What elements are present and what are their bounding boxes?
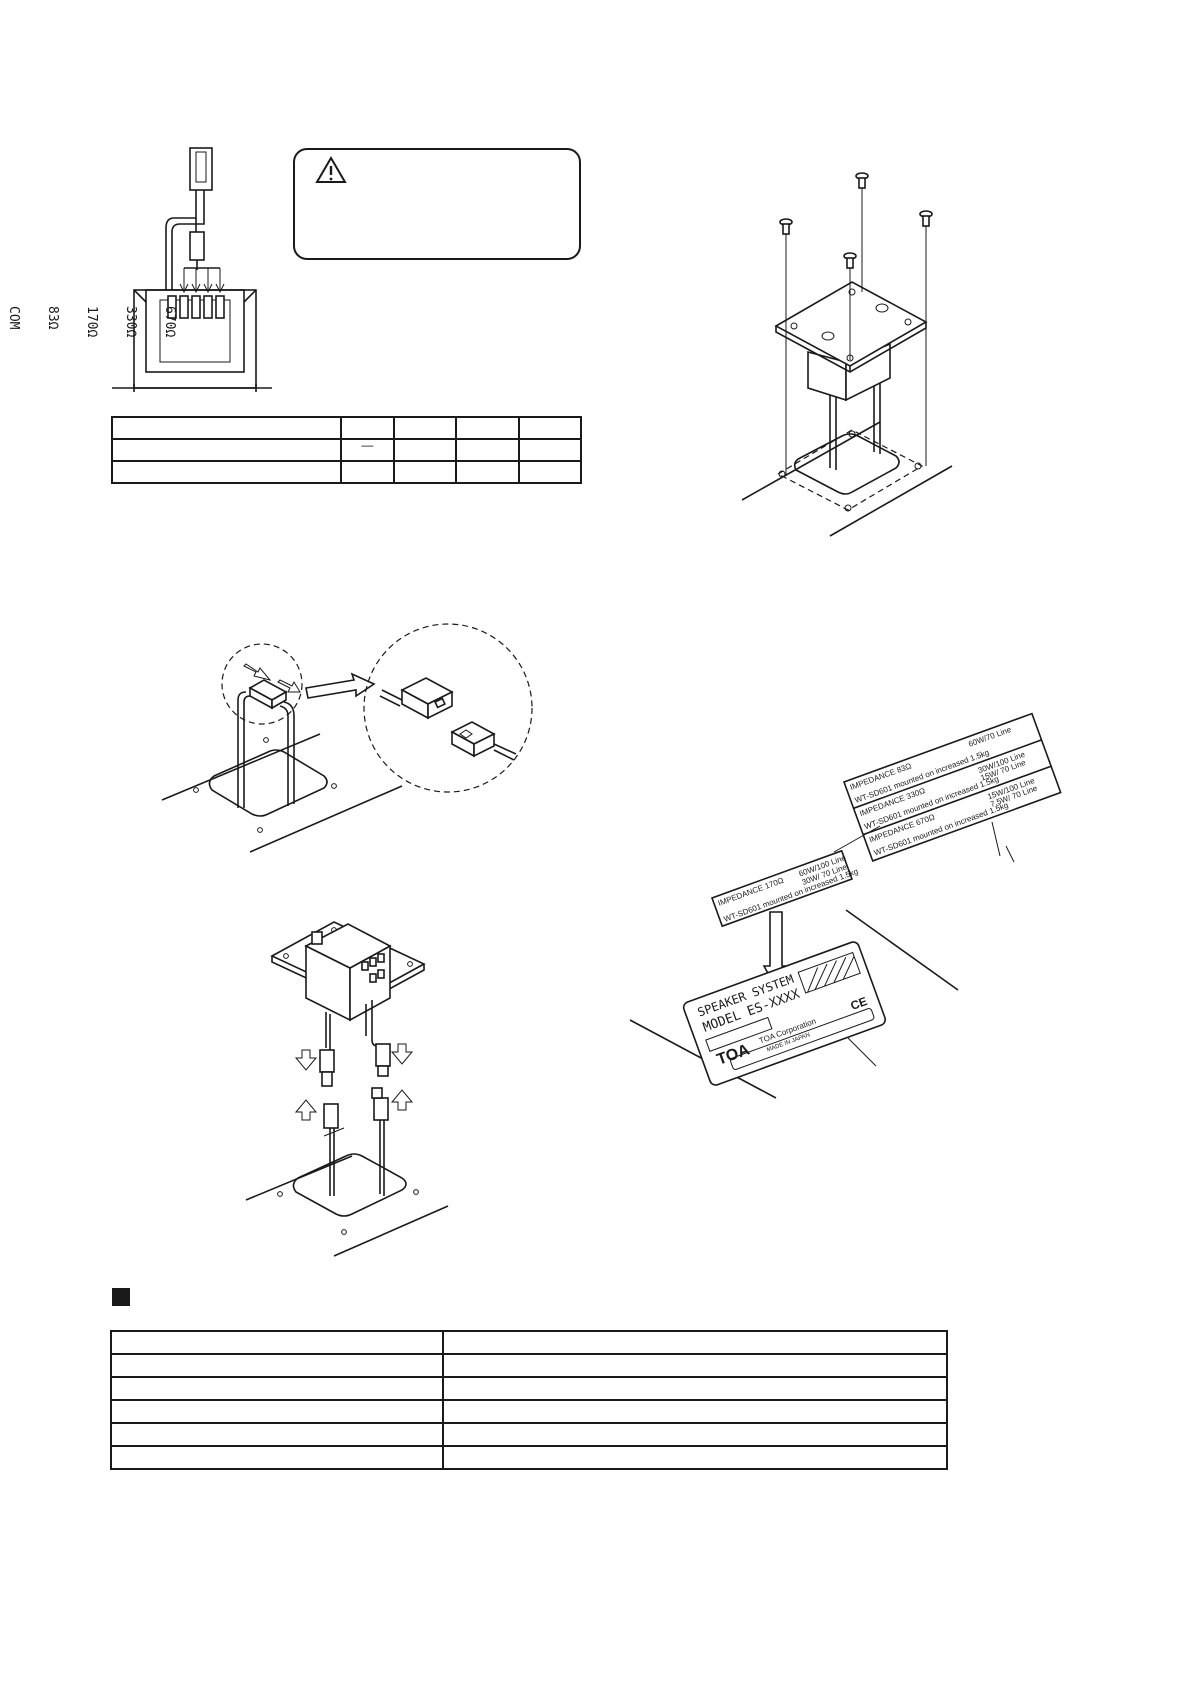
impedance-label-170: IMPEDANCE 170Ω 60W/100 Line 30W/ 70 Line… <box>710 849 859 928</box>
table-cell <box>442 1376 948 1401</box>
table-cell <box>111 416 342 440</box>
table-cell <box>455 438 520 462</box>
table-cell <box>442 1445 948 1470</box>
impedance-label-sheet: IMPEDANCE 83Ω 60W/70 Line WT-SD601 mount… <box>842 712 1062 862</box>
table-cell: — <box>339 438 395 462</box>
table-cell <box>110 1376 444 1401</box>
table-cell <box>110 1353 444 1378</box>
section-marker <box>112 1288 130 1306</box>
table-cell <box>339 460 395 484</box>
table-cell <box>392 416 458 440</box>
table-cell <box>517 460 583 484</box>
table-cell <box>517 416 583 440</box>
table-cell <box>442 1422 948 1447</box>
table-cell <box>110 1399 444 1424</box>
table-cell <box>442 1399 948 1424</box>
table-cell <box>455 460 520 484</box>
table-cell <box>392 438 458 462</box>
table-cell <box>442 1353 948 1378</box>
spec-table <box>110 1330 948 1470</box>
table-cell <box>111 460 342 484</box>
table-cell <box>339 416 395 440</box>
warning-triangle-icon <box>315 156 347 183</box>
table-cell <box>455 416 520 440</box>
table-cell <box>392 460 458 484</box>
svg-text:CE: CE <box>849 994 869 1013</box>
caution-box <box>293 148 581 260</box>
table-cell <box>110 1422 444 1447</box>
nameplate: SPEAKER SYSTEM MODEL ES-XXXX TOA TOA Cor… <box>682 941 886 1086</box>
impedance-table: — <box>111 416 583 484</box>
table-cell <box>517 438 583 462</box>
table-cell <box>110 1330 444 1355</box>
table-cell <box>111 438 342 462</box>
table-cell <box>110 1445 444 1470</box>
table-cell <box>442 1330 948 1355</box>
